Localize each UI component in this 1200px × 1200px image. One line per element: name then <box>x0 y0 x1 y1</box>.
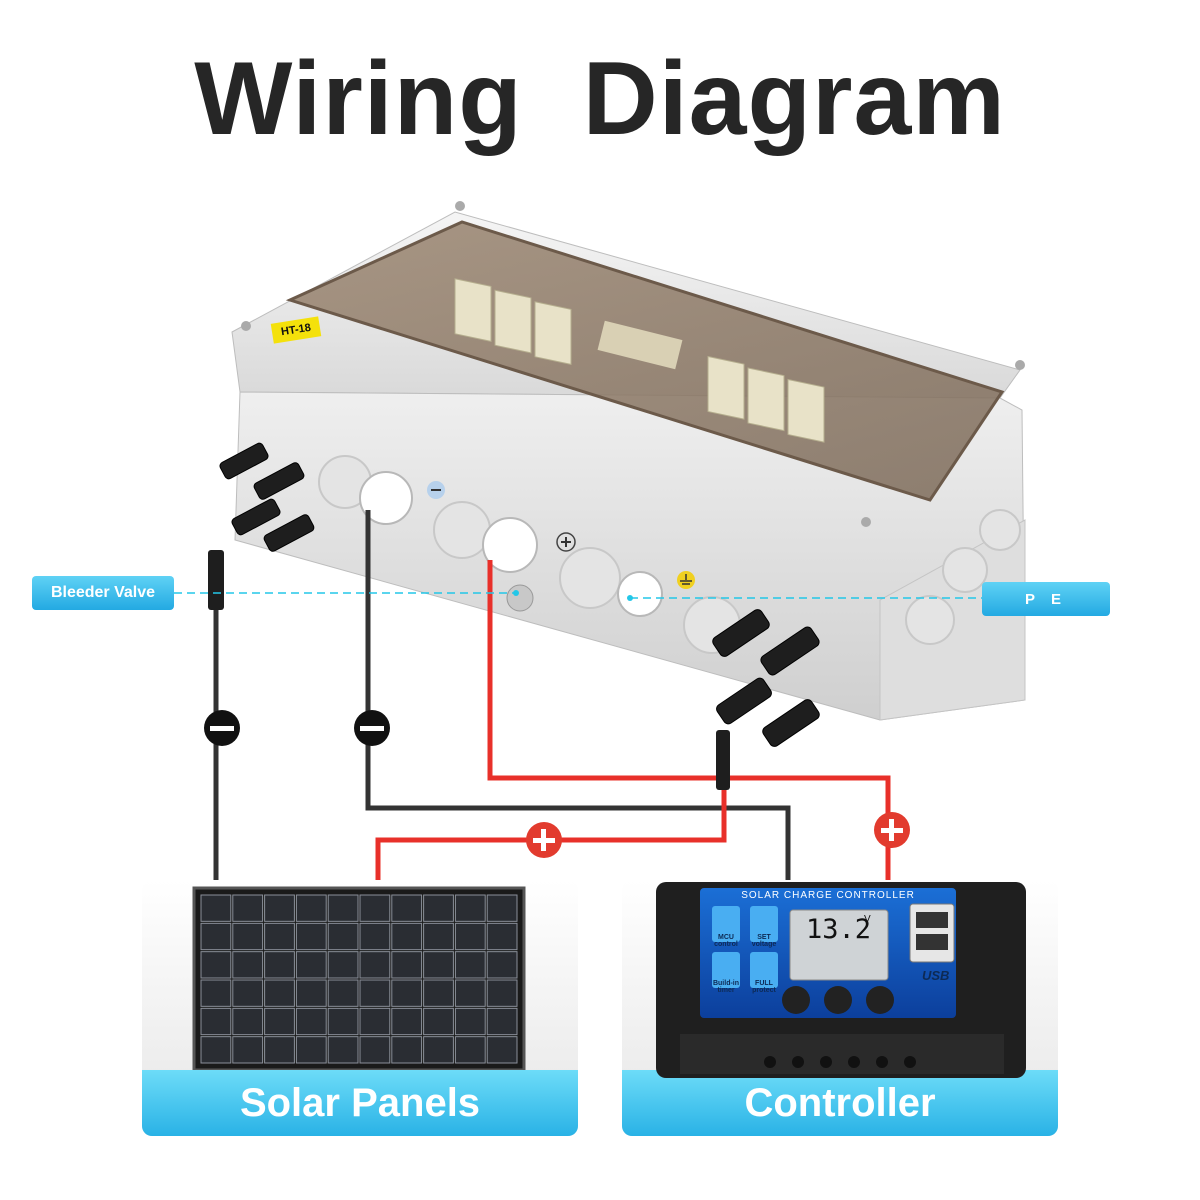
set-voltage-label: SET voltage <box>751 934 777 948</box>
solar-cell <box>264 922 295 951</box>
solar-cell <box>359 979 391 1007</box>
ground-icon <box>677 571 695 589</box>
full-protect-label: FULL protect <box>752 980 776 994</box>
solar-cell <box>327 1036 359 1064</box>
solar-cell <box>327 922 359 951</box>
minus-marker-middle <box>354 710 390 746</box>
controller-caption: Controller <box>622 1070 1058 1136</box>
solar-cell <box>454 894 486 922</box>
solar-cell <box>359 1007 391 1036</box>
solar-cell <box>423 922 454 951</box>
lcd-voltage: 13.2 <box>806 914 872 945</box>
solar-cell <box>232 979 264 1007</box>
solar-cell <box>423 894 454 922</box>
bleeder-valve-label: Bleeder Valve <box>32 576 174 610</box>
solar-cell <box>391 1007 423 1036</box>
plus-marker-right <box>874 812 910 848</box>
solar-cell <box>359 894 391 922</box>
solar-panel-image <box>192 886 526 1070</box>
solar-cell <box>391 951 423 979</box>
solar-cell <box>264 979 295 1007</box>
solar-cell <box>264 951 295 979</box>
solar-cell <box>327 951 359 979</box>
solar-cell <box>232 922 264 951</box>
solar-cell <box>454 922 486 951</box>
mcu-control-label: MCU control <box>714 934 738 948</box>
minus-icon <box>427 481 445 499</box>
output-connector <box>716 730 730 790</box>
solar-cell <box>295 979 327 1007</box>
solar-cell <box>486 951 518 979</box>
timer-label: Build-in timer <box>712 980 740 994</box>
solar-cell <box>200 1007 232 1036</box>
solar-cell <box>327 894 359 922</box>
solar-cell <box>327 979 359 1007</box>
solar-cell <box>200 922 232 951</box>
solar-cell <box>295 922 327 951</box>
solar-cell <box>486 979 518 1007</box>
solar-cell <box>232 1036 264 1064</box>
solar-cell <box>295 894 327 922</box>
solar-cell <box>454 1036 486 1064</box>
minus-marker-left <box>204 710 240 746</box>
solar-cell <box>391 922 423 951</box>
solar-cell <box>454 951 486 979</box>
solar-cell <box>391 1036 423 1064</box>
solar-panels-caption: Solar Panels <box>142 1070 578 1136</box>
solar-cell <box>359 922 391 951</box>
solar-cell <box>232 894 264 922</box>
page-title: Wiring Diagram <box>194 41 1006 157</box>
pe-label: P E <box>982 582 1110 616</box>
plus-marker-middle <box>526 822 562 858</box>
solar-cell <box>486 894 518 922</box>
combiner-box <box>219 201 1026 747</box>
solar-cell <box>200 951 232 979</box>
solar-cell <box>295 951 327 979</box>
solar-cell <box>232 1007 264 1036</box>
usb-label: USB <box>922 968 950 983</box>
solar-cell <box>391 979 423 1007</box>
solar-cell <box>359 1036 391 1064</box>
solar-cell <box>454 979 486 1007</box>
solar-cell <box>295 1036 327 1064</box>
controller-header: SOLAR CHARGE CONTROLLER <box>741 890 915 901</box>
solar-cell <box>423 951 454 979</box>
plus-icon <box>556 532 576 552</box>
solar-cell <box>200 979 232 1007</box>
lcd-unit: V <box>864 914 871 925</box>
solar-cell <box>486 1007 518 1036</box>
bleeder-connector <box>208 550 224 610</box>
solar-cell <box>264 894 295 922</box>
solar-cell <box>359 951 391 979</box>
solar-cell <box>200 1036 232 1064</box>
solar-cell <box>391 894 423 922</box>
solar-cell <box>232 951 264 979</box>
solar-cell <box>423 1036 454 1064</box>
solar-cell <box>327 1007 359 1036</box>
solar-cell <box>486 922 518 951</box>
solar-cell <box>423 979 454 1007</box>
solar-cell <box>200 894 232 922</box>
solar-cell <box>295 1007 327 1036</box>
solar-cell <box>264 1007 295 1036</box>
solar-cell <box>454 1007 486 1036</box>
solar-cell <box>423 1007 454 1036</box>
solar-cell <box>264 1036 295 1064</box>
solar-cell <box>486 1036 518 1064</box>
solar-panels-card: Solar Panels <box>142 880 578 1136</box>
